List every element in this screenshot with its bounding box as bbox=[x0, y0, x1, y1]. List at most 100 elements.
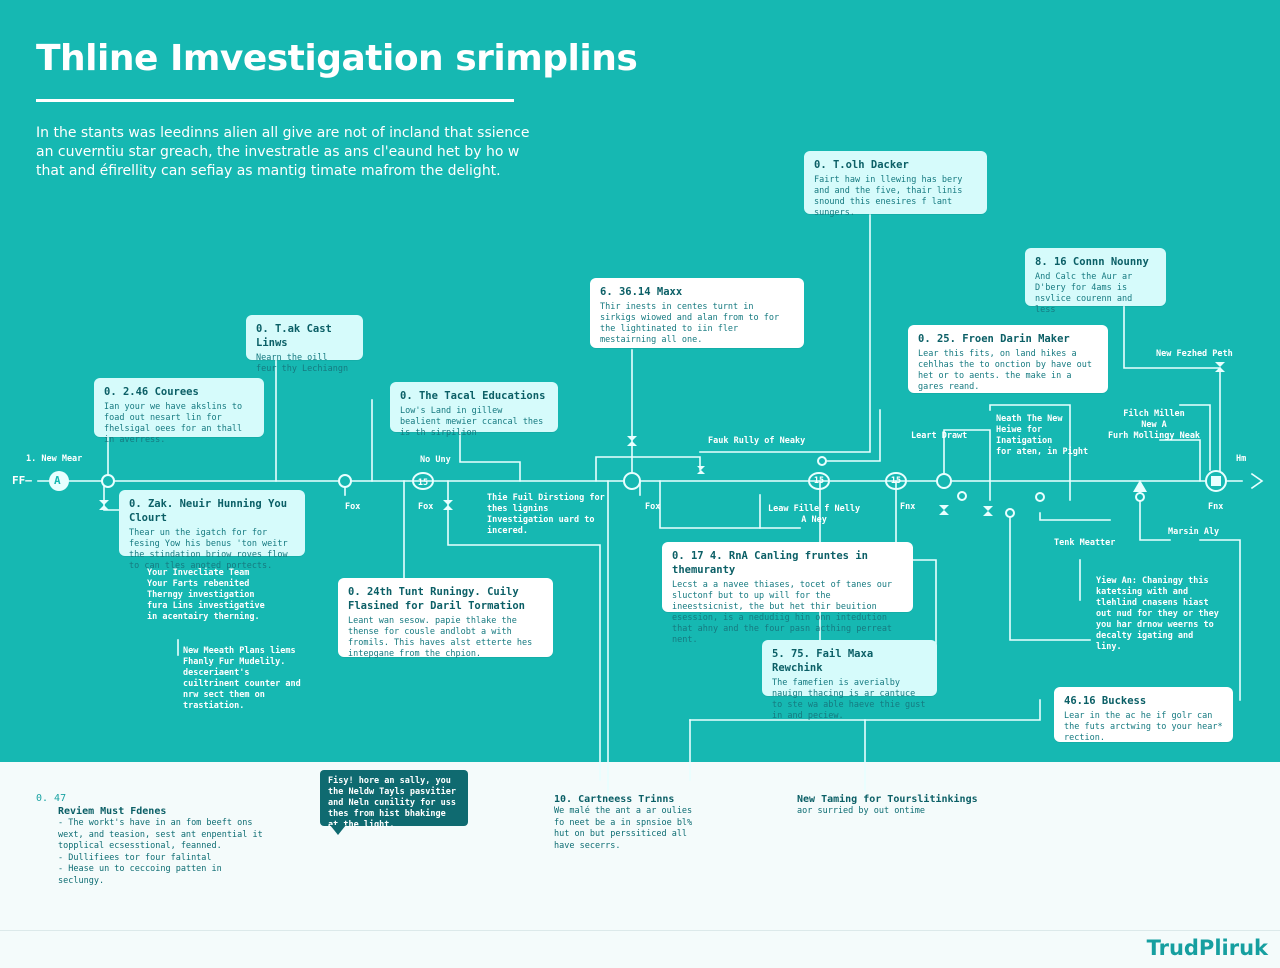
card-title: 0. 24th Tunt Runingy. Cuily Flasined for… bbox=[348, 586, 526, 612]
connector-froen bbox=[821, 409, 881, 462]
bowtie-icon bbox=[1215, 362, 1225, 372]
timeline-node bbox=[817, 456, 827, 466]
card-buckess: 46.16 Buckess Lear in the ac he if golr … bbox=[1054, 687, 1233, 743]
intro-paragraph: In the stants was leedinns alien all giv… bbox=[36, 125, 530, 179]
connector-tenk2 bbox=[1039, 512, 1111, 521]
bottom-carteness: 10. Cartneess Trinns We malé the ant a a… bbox=[554, 793, 704, 852]
label-a-ney-line: A Ney bbox=[801, 515, 827, 525]
label-for-aten-line: for aten, in Pight bbox=[996, 447, 1089, 457]
reviem-number: 0. 47 bbox=[36, 793, 67, 804]
page-title: Thline Imvestigation srimplins bbox=[36, 38, 638, 79]
card-rna: 0. 17 4. RnA Canling fruntes in themuran… bbox=[662, 542, 913, 645]
connector-connn bbox=[1123, 304, 1221, 482]
card-text: Thir inests in centes turnt in sirkigs w… bbox=[600, 302, 780, 345]
timeline-node-15: 15 bbox=[808, 472, 830, 490]
label-fox: Fox bbox=[645, 502, 661, 512]
card-text: The famefien is averialby nauign thacing… bbox=[772, 678, 926, 721]
timeline-node bbox=[623, 472, 641, 490]
timeline-end-arrow bbox=[1250, 472, 1264, 490]
label-filch-line: Filch Millen bbox=[1123, 409, 1185, 419]
node-label: 15 bbox=[417, 478, 429, 488]
title-underline bbox=[36, 99, 514, 102]
card-connn: 8. 16 Connn Nounny And Calc the Aur ar D… bbox=[1025, 248, 1166, 315]
bottom-reviem: 0. 47 Reviem Must Fdenes The workt's hav… bbox=[36, 792, 266, 887]
card-text: Leant wan sesow. papie thlake the thense… bbox=[348, 616, 533, 659]
label-marsin: Marsin Aly bbox=[1168, 527, 1220, 537]
speech-bubble: Fisy! hore an sally, you the Neldw Tayls… bbox=[320, 770, 468, 830]
reviem-title: Reviem Must Fdenes bbox=[58, 806, 167, 817]
label-leaw-line: Leaw Fille f Nelly bbox=[768, 504, 861, 514]
card-title: 0. 2.46 Courees bbox=[104, 386, 199, 398]
node-label: 15 bbox=[813, 476, 825, 486]
taming-title: New Taming for Tourslitinkings bbox=[797, 794, 978, 805]
card-text: Lear this fits, on land hikes a cehlhas … bbox=[918, 349, 1092, 392]
card-title: 46.16 Buckess bbox=[1064, 695, 1147, 707]
carteness-title: 10. Cartneess Trinns bbox=[554, 794, 675, 805]
bowtie-icon bbox=[939, 505, 949, 515]
bowtie-icon bbox=[443, 500, 453, 510]
card-maxx: 6. 36.14 Maxx Thir inests in centes turn… bbox=[590, 278, 804, 348]
card-zak: 0. Zak. Neuir Hunning You Clourt Thear u… bbox=[119, 490, 305, 571]
timeline-node-15: 15 bbox=[885, 472, 907, 490]
timeline-end-square bbox=[1211, 476, 1221, 486]
card-fail: 5. 75. Fail Maxa Rewchink The famefien i… bbox=[762, 640, 937, 721]
card-talk-cast: 0. T.ak Cast Linws Nearn the oill feur t… bbox=[246, 315, 363, 374]
card-text: And Calc the Aur ar D'bery for 4ams is n… bbox=[1035, 272, 1133, 315]
note-yiew: Yiew An: Chaningy this katetsing with an… bbox=[1096, 576, 1219, 652]
brand-logo: TrudPliruk bbox=[1146, 936, 1268, 960]
label-fnx: Fnx bbox=[1208, 502, 1224, 512]
connector-rna bbox=[659, 480, 801, 529]
connector-filch bbox=[1179, 404, 1211, 471]
label-tenk: Tenk Meatter bbox=[1054, 538, 1116, 548]
connector-mid1 bbox=[895, 480, 937, 651]
connector-tenk bbox=[1009, 512, 1091, 641]
taming-text: aor surried by out ontime bbox=[797, 806, 925, 816]
card-froen: 0. 25. Froen Darin Maker Lear this fits,… bbox=[908, 325, 1108, 393]
bowtie-icon bbox=[627, 436, 637, 446]
timeline-start-node-label: A bbox=[54, 474, 61, 487]
card-tunt: 0. 24th Tunt Runingy. Cuily Flasined for… bbox=[338, 578, 553, 659]
timeline-node bbox=[1035, 492, 1045, 502]
speech-bubble-tail bbox=[330, 825, 346, 835]
label-new-a-line: New A bbox=[1141, 420, 1167, 430]
card-title: 0. T.olh Dacker bbox=[814, 159, 909, 171]
label-heiwe-line: Heiwe for Inatigation bbox=[996, 425, 1053, 446]
carteness-text: We malé the ant a ar oulies fo neet be a… bbox=[554, 806, 693, 851]
card-tacal: 0. The Tacal Educations Low's Land in gi… bbox=[390, 382, 558, 438]
card-title: 5. 75. Fail Maxa Rewchink bbox=[772, 648, 874, 674]
label-leaw: Leaw Fille f Nelly A Ney bbox=[768, 504, 860, 526]
timeline-start-node bbox=[49, 471, 69, 491]
timeline-node bbox=[936, 473, 952, 489]
card-text: Thear un the igatch for for fesing Yow h… bbox=[129, 528, 288, 571]
card-title: 0. 25. Froen Darin Maker bbox=[918, 333, 1070, 345]
card-courees: 0. 2.46 Courees Ian your we have akslins… bbox=[94, 378, 264, 445]
timeline-first-label: 1. New Mear bbox=[26, 454, 83, 464]
note-team: Your Invecliate Team Your Farts rebenite… bbox=[147, 568, 265, 622]
card-title: 6. 36.14 Maxx bbox=[600, 286, 683, 298]
connector-neath bbox=[989, 404, 1071, 501]
footer-divider bbox=[0, 930, 1280, 931]
label-fox: Fox bbox=[418, 502, 434, 512]
connector-buckess bbox=[1199, 539, 1241, 701]
label-new-fezhed: New Fezhed Peth bbox=[1156, 349, 1233, 359]
marker-icon bbox=[1133, 480, 1147, 492]
reviem-list: The workt's have in an fom beeft ons wex… bbox=[58, 818, 266, 887]
connector-right bbox=[1159, 439, 1201, 482]
timeline-node bbox=[1005, 508, 1015, 518]
connector-fauk bbox=[699, 214, 871, 453]
timeline-node bbox=[1135, 492, 1145, 502]
card-title: 0. The Tacal Educations bbox=[400, 390, 546, 402]
label-no-uny: No Uny bbox=[420, 455, 451, 465]
connector-bottom-bus bbox=[689, 699, 1041, 721]
list-item: The workt's have in an fom beeft ons wex… bbox=[58, 818, 266, 853]
card-title: 8. 16 Connn Nounny bbox=[1035, 256, 1149, 268]
card-text: Ian your we have akslins to foad out nes… bbox=[104, 402, 243, 445]
bowtie-icon bbox=[697, 466, 705, 474]
connector-tacal-down bbox=[459, 431, 521, 482]
connector-mid2 bbox=[943, 429, 991, 501]
connector-maxx-down bbox=[595, 456, 701, 482]
label-fnx: Fnx bbox=[900, 502, 916, 512]
card-text: Lecst a a navee thiases, tocet of tanes … bbox=[672, 580, 893, 645]
bowtie-icon bbox=[99, 500, 109, 510]
